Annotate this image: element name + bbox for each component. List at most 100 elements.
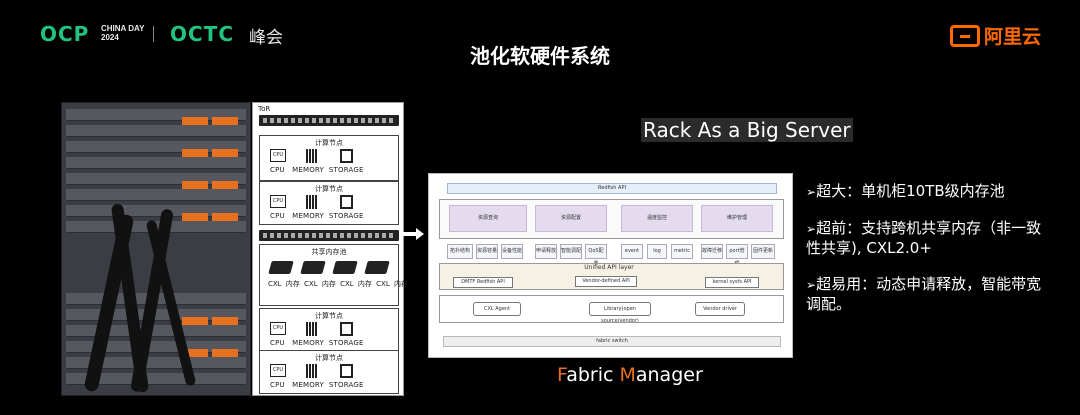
server-unit bbox=[66, 357, 246, 369]
compute-node: 计算节点 CPU CPU MEMORY STORAGE bbox=[259, 181, 399, 225]
memory-label: MEMORY bbox=[292, 339, 325, 347]
cxl-label: CXL 内存 bbox=[304, 280, 336, 288]
server-unit bbox=[66, 125, 246, 137]
drive-led bbox=[182, 213, 208, 221]
drive-led bbox=[212, 149, 238, 157]
node-labels: CPU MEMORY STORAGE bbox=[270, 381, 364, 389]
node-title: 计算节点 bbox=[315, 185, 343, 193]
memory-icon bbox=[306, 322, 318, 336]
function-box: 固件更新 bbox=[751, 244, 775, 259]
node-title: 计算节点 bbox=[315, 354, 343, 362]
tor-label: ToR bbox=[258, 105, 271, 113]
caption-f: F bbox=[557, 364, 567, 386]
memory-label: MEMORY bbox=[292, 212, 325, 220]
drive-led bbox=[182, 317, 208, 325]
memory-icon bbox=[306, 364, 318, 378]
function-box: metric bbox=[671, 244, 693, 259]
memory-label: MEMORY bbox=[292, 166, 325, 174]
compute-node: 计算节点 CPU CPU MEMORY STORAGE bbox=[259, 308, 399, 352]
drive-led bbox=[182, 149, 208, 157]
vendor-api-tag: Vendor-defined API bbox=[575, 276, 637, 287]
server-unit bbox=[66, 157, 246, 169]
cpu-icon: CPU bbox=[270, 364, 286, 377]
drive-led bbox=[212, 181, 238, 189]
kernel-api-tag: kernel sysfs API bbox=[705, 277, 759, 288]
service-monitor: 温度监控 bbox=[621, 205, 693, 232]
unified-api-label: Unified API layer bbox=[584, 264, 634, 271]
cpu-label: CPU bbox=[270, 381, 285, 389]
node-title: 计算节点 bbox=[315, 312, 343, 320]
feature-text: 超前：支持跨机共享内存（非一致性共享), CXL2.0+ bbox=[806, 219, 1042, 257]
fabric-manager-diagram: Redfish API 资源查询 资源配置 温度监控 维护管理 拓扑结构 资源容… bbox=[428, 173, 793, 358]
function-box: log bbox=[647, 244, 667, 259]
storage-icon bbox=[340, 149, 353, 163]
service-query: 资源查询 bbox=[449, 205, 527, 232]
cpu-label: CPU bbox=[270, 212, 285, 220]
feature-text: 超大：单机柜10TB级内存池 bbox=[816, 182, 1005, 200]
server-unit bbox=[66, 325, 246, 337]
shared-memory-pool: 共享内存池 CXL 内存 CXL 内存 CXL 内存 CXL 内存 bbox=[259, 244, 408, 306]
feature-text: 超易用：动态申请释放，智能带宽调配。 bbox=[806, 275, 1042, 313]
bullet-arrow-icon: ➢ bbox=[806, 222, 817, 236]
storage-label: STORAGE bbox=[328, 212, 364, 220]
cxl-label: CXL 内存 bbox=[268, 280, 300, 288]
feature-list: ➢超大：单机柜10TB级内存池 ➢超前：支持跨机共享内存（非一致性共享), CX… bbox=[806, 182, 1056, 331]
slide-title: 池化软硬件系统 bbox=[470, 44, 610, 68]
library-box: Library(open source/vendor) bbox=[589, 302, 651, 324]
function-box: 故障迁移 bbox=[701, 244, 723, 259]
bullet-arrow-icon: ➢ bbox=[806, 278, 817, 292]
caption-abric: abric bbox=[566, 364, 620, 386]
cxl-agent-box: CXL Agent bbox=[473, 302, 521, 316]
china-day-text: CHINA DAY bbox=[101, 24, 145, 33]
octc-logo: OCTC bbox=[170, 22, 234, 46]
cxl-memory-icon bbox=[268, 261, 294, 274]
aliyun-text: 阿里云 bbox=[984, 26, 1042, 48]
function-box: event bbox=[621, 244, 643, 259]
cpu-icon: CPU bbox=[270, 149, 286, 162]
cxl-label: CXL 内存 bbox=[376, 280, 408, 288]
pool-switch bbox=[259, 230, 399, 241]
drive-led bbox=[212, 349, 238, 357]
drive-led bbox=[182, 349, 208, 357]
node-title: 计算节点 bbox=[315, 139, 343, 147]
function-box: 拓扑结构 bbox=[447, 244, 473, 259]
storage-icon bbox=[340, 322, 353, 336]
cpu-icon: CPU bbox=[270, 195, 286, 208]
pool-title: 共享内存池 bbox=[311, 248, 347, 256]
function-box: 设备性能 bbox=[501, 244, 523, 259]
rack-diagram: ToR 计算节点 CPU CPU MEMORY STORAGE 计算节点 CPU… bbox=[252, 102, 408, 396]
compute-node: 计算节点 CPU CPU MEMORY STORAGE bbox=[259, 350, 399, 394]
caption-m: M bbox=[619, 364, 636, 386]
storage-icon bbox=[340, 364, 353, 378]
memory-icon bbox=[306, 149, 318, 163]
dmtf-api-tag: DMTF Redfish API bbox=[453, 277, 513, 288]
bullet-arrow-icon: ➢ bbox=[806, 185, 817, 199]
aliyun-logo: 阿里云 bbox=[950, 22, 1041, 49]
function-box: 申请释放 bbox=[535, 244, 557, 259]
service-config: 资源配置 bbox=[535, 205, 607, 232]
china-day-label: CHINA DAY 2024 bbox=[101, 24, 144, 42]
node-labels: CPU MEMORY STORAGE bbox=[270, 339, 364, 347]
compute-node: 计算节点 CPU CPU MEMORY STORAGE bbox=[259, 135, 399, 181]
fabric-manager-caption: Fabric Manager bbox=[557, 364, 703, 386]
cpu-label: CPU bbox=[270, 339, 285, 347]
octc-summit-label: 峰会 bbox=[249, 28, 283, 48]
memory-icon bbox=[306, 195, 318, 209]
rack-heading: Rack As a Big Server bbox=[641, 118, 853, 142]
server-unit bbox=[66, 189, 246, 201]
cxl-memory-icon bbox=[332, 261, 358, 274]
storage-label: STORAGE bbox=[328, 381, 364, 389]
cpu-icon: CPU bbox=[270, 322, 286, 335]
storage-icon bbox=[340, 195, 353, 209]
year-text: 2024 bbox=[101, 33, 119, 42]
storage-label: STORAGE bbox=[328, 339, 364, 347]
feature-item: ➢超前：支持跨机共享内存（非一致性共享), CXL2.0+ bbox=[806, 219, 1056, 258]
function-box: 智能调配 bbox=[560, 244, 582, 259]
service-maintenance: 维护管理 bbox=[701, 205, 773, 232]
cpu-label: CPU bbox=[270, 166, 285, 174]
cxl-label: CXL 内存 bbox=[340, 280, 372, 288]
rack-photo bbox=[61, 102, 251, 396]
feature-item: ➢超易用：动态申请释放，智能带宽调配。 bbox=[806, 275, 1056, 314]
arrow-right-icon bbox=[403, 228, 424, 240]
function-box: 资源容量 bbox=[476, 244, 498, 259]
